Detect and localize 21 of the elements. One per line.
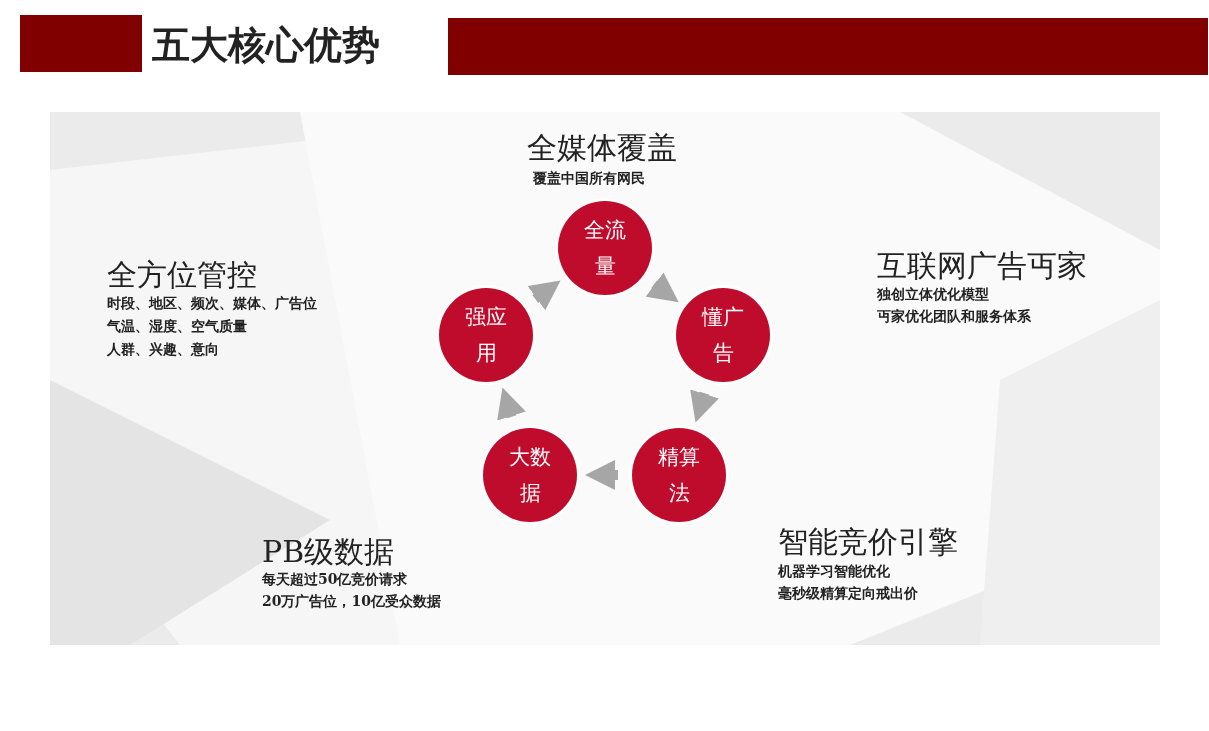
description: 人群、兴趣、意向	[107, 341, 219, 359]
heading: PB级数据	[262, 533, 395, 571]
description: 机器学习智能优化	[778, 563, 890, 581]
heading: 互联网广告丏家	[877, 247, 1087, 285]
arrow	[527, 280, 561, 311]
description: 气温、湿度、空气质量	[107, 318, 247, 336]
description: 独创立体优化模型	[877, 286, 989, 304]
arrow	[585, 460, 618, 490]
description: 20万广告位，10亿受众数据	[262, 593, 441, 611]
description: 覆盖中国所有网民	[533, 170, 645, 188]
arrow	[690, 389, 719, 423]
heading: 智能竞价引擎	[778, 523, 958, 561]
description: 每天超过50亿竞价请求	[262, 571, 408, 589]
title: 五大核心优势	[152, 21, 380, 69]
description: 时段、地区、频次、媒体、广告位	[107, 295, 317, 313]
description: 丏家优化团队和服务体系	[877, 308, 1031, 326]
heading: 全方位管控	[107, 256, 257, 294]
heading: 全媒体覆盖	[527, 129, 677, 167]
arrow	[497, 387, 526, 421]
arrow	[645, 272, 679, 303]
description: 毫秒级精算定向戒出价	[778, 585, 918, 603]
